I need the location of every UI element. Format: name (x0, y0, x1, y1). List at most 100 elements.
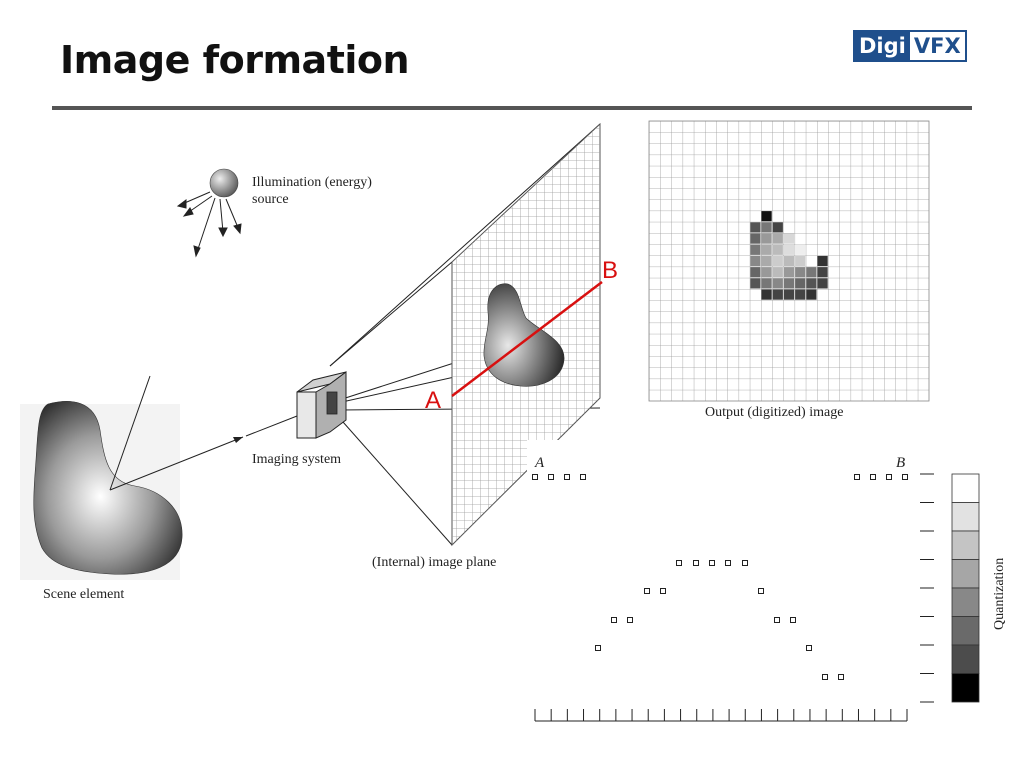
output-pixel (772, 222, 783, 233)
output-pixel (761, 255, 772, 267)
quantization-level-swatch (951, 673, 980, 703)
output-pixel (783, 289, 795, 300)
scan-line-label-b: B (602, 257, 618, 284)
quantization-level-swatch (951, 616, 980, 646)
output-pixel (783, 255, 795, 267)
illumination-label-line2: source (252, 192, 289, 207)
profile-plot-panel (527, 440, 992, 730)
profile-sample-point (902, 474, 908, 480)
quantization-level-swatch (951, 473, 980, 503)
title-rule (52, 106, 972, 110)
illumination-label-line1: Illumination (energy) (252, 175, 372, 190)
profile-x-axis (534, 709, 908, 722)
output-pixel (806, 267, 817, 278)
profile-sample-point (548, 474, 554, 480)
quantization-scale (951, 473, 980, 703)
output-pixel (783, 233, 795, 244)
output-pixel (806, 278, 817, 289)
profile-sample-point (564, 474, 570, 480)
output-image-label: Output (digitized) image (705, 405, 843, 420)
output-pixel (750, 255, 761, 267)
incident-ray (109, 375, 151, 491)
profile-sample-point (790, 617, 796, 623)
imaging-system-label: Imaging system (252, 452, 341, 467)
output-pixel (817, 255, 828, 267)
output-pixel (795, 255, 806, 267)
profile-sample-point (725, 560, 731, 566)
profile-sample-point (611, 617, 617, 623)
output-pixel (817, 278, 828, 289)
output-pixel (761, 278, 772, 289)
illumination-rays (176, 191, 242, 258)
profile-sample-point (532, 474, 538, 480)
scan-line-label-a: A (425, 387, 441, 414)
scene-element-label: Scene element (43, 587, 124, 602)
profile-sample-point (660, 588, 666, 594)
profile-sample-point (774, 617, 780, 623)
reflected-ray (109, 436, 244, 491)
profile-sample-point (709, 560, 715, 566)
output-image-pixels (750, 211, 828, 300)
output-pixel (750, 278, 761, 289)
profile-sample-point (822, 674, 828, 680)
output-pixel (761, 233, 772, 244)
logo-part-digi: Digi (855, 32, 910, 60)
output-pixel (783, 267, 795, 278)
profile-sample-point (838, 674, 844, 680)
output-pixel (761, 222, 772, 233)
output-pixel (795, 289, 806, 300)
output-pixel (761, 289, 772, 300)
quantization-level-swatch (951, 530, 980, 560)
profile-sample-point (742, 560, 748, 566)
output-pixel (783, 244, 795, 255)
output-pixel (772, 255, 783, 267)
output-pixel (817, 267, 828, 278)
profile-sample-point (644, 588, 650, 594)
output-pixel (761, 244, 772, 255)
profile-samples (532, 474, 908, 680)
imaging-system-lens (326, 391, 338, 415)
image-plane-label: (Internal) image plane (372, 555, 496, 570)
profile-sample-point (676, 560, 682, 566)
output-pixel (795, 278, 806, 289)
output-pixel (750, 267, 761, 278)
output-pixel (806, 289, 817, 300)
profile-sample-point (854, 474, 860, 480)
projected-object-shape (483, 283, 565, 387)
profile-sample-point (758, 588, 764, 594)
output-pixel (772, 244, 783, 255)
output-pixel (750, 244, 761, 255)
quantization-label: Quantization (992, 558, 1007, 630)
quantization-level-swatch (951, 559, 980, 589)
illumination-source-icon (209, 168, 239, 198)
output-pixel (772, 267, 783, 278)
output-pixel (783, 278, 795, 289)
logo-part-vfx: VFX (909, 32, 965, 60)
profile-sample-point (595, 645, 601, 651)
output-pixel (750, 233, 761, 244)
ray-to-camera (245, 415, 298, 437)
output-pixel (772, 289, 783, 300)
profile-sample-point (693, 560, 699, 566)
profile-sample-point (870, 474, 876, 480)
profile-sample-point (580, 474, 586, 480)
scene-element-shape (33, 401, 183, 575)
profile-sample-point (627, 617, 633, 623)
imaging-system-front (296, 391, 317, 439)
output-pixel (750, 222, 761, 233)
reflected-ray-arrowhead (233, 437, 243, 443)
quantization-level-swatch (951, 587, 980, 617)
output-pixel (772, 278, 783, 289)
profile-sample-point (886, 474, 892, 480)
scan-line-ab (451, 281, 603, 397)
profile-sample-point (806, 645, 812, 651)
output-pixel (761, 267, 772, 278)
profile-label-b: B (896, 455, 905, 471)
profile-label-a: A (534, 455, 545, 471)
slide-title: Image formation (60, 38, 410, 82)
output-pixel (795, 267, 806, 278)
quantization-level-swatch (951, 644, 980, 674)
profile-y-ticks (920, 473, 934, 703)
